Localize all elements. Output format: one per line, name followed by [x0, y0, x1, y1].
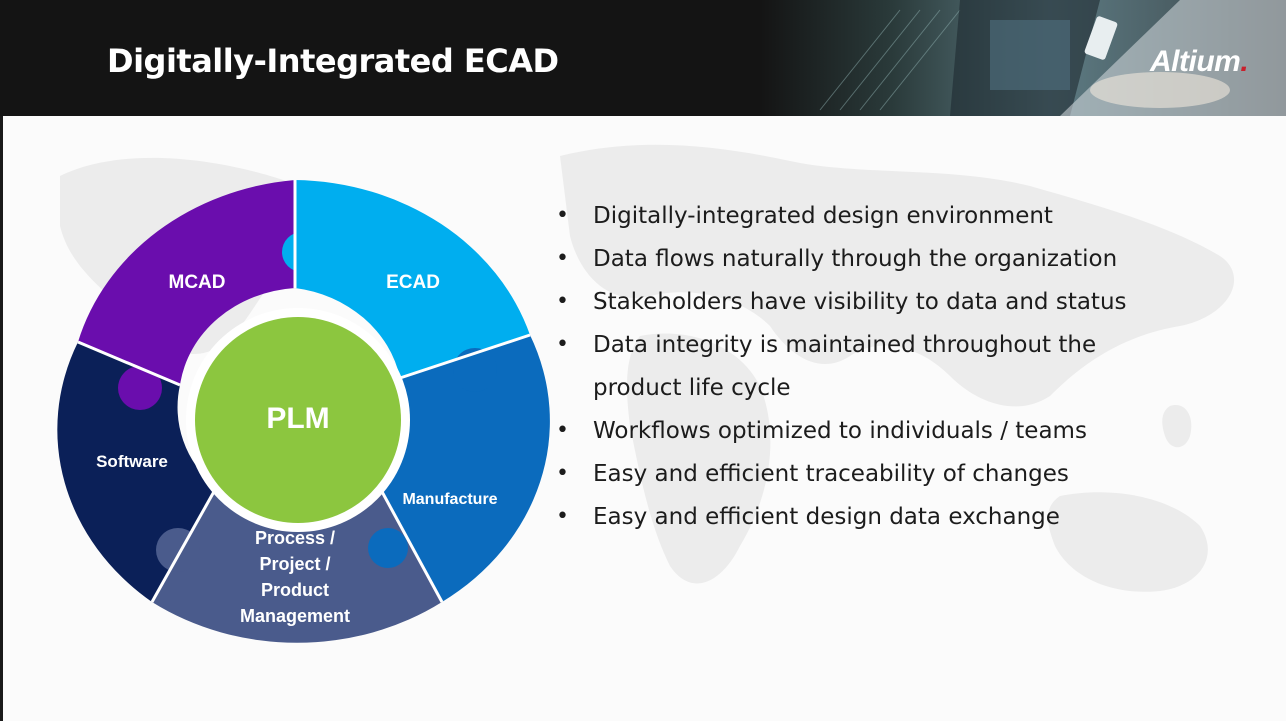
altium-logo: Altium.: [1150, 45, 1249, 79]
bullet-text: Digitally-integrated design environment: [593, 203, 1053, 229]
bullet-text: Data integrity is maintained throughout …: [593, 332, 1097, 358]
benefit-bullet-list: • Digitally-integrated design environment…: [555, 196, 1275, 537]
bullet-item: • Workflows optimized to individuals / te…: [555, 411, 1275, 451]
header-photo: [760, 0, 1286, 116]
puzzle-knob: [118, 366, 162, 410]
bullet-text: product life cycle: [593, 375, 791, 401]
logo-text: Altium: [1150, 45, 1241, 78]
segment-label-ecad: ECAD: [386, 272, 440, 293]
segment-manufacture: [380, 335, 550, 602]
bullet-glyph: •: [556, 332, 569, 357]
bullet-glyph: •: [556, 504, 569, 529]
bullet-item: • Data flows naturally through the organi…: [555, 239, 1275, 279]
left-rule: [0, 116, 3, 721]
plm-cycle-diagram: PLM MCAD ECAD Manufacture Software Proce…: [57, 180, 550, 643]
logo-dot: .: [1240, 45, 1249, 78]
segment-process-management: [152, 488, 442, 643]
page-title: Digitally-Integrated ECAD: [107, 42, 559, 80]
segment-ecad: [295, 180, 530, 378]
bullet-glyph: •: [556, 418, 569, 443]
bullet-glyph: •: [556, 203, 569, 228]
bullet-item: • Easy and efficient traceability of chan…: [555, 454, 1275, 494]
bullet-continuation: product life cycle: [555, 368, 1275, 408]
bullet-glyph: •: [556, 289, 569, 314]
segment-label-software: Software: [96, 452, 168, 471]
puzzle-knob: [282, 232, 322, 272]
plm-label: PLM: [266, 402, 329, 435]
bullet-glyph: •: [556, 246, 569, 271]
bullet-text: Data flows naturally through the organiz…: [593, 246, 1118, 272]
bullet-text: Workflows optimized to individuals / tea…: [593, 418, 1087, 444]
plm-center-fill: [195, 317, 401, 523]
segment-label-process-line2: Project /: [259, 554, 330, 574]
segment-mcad: [78, 180, 295, 385]
segment-label-process-line4: Management: [240, 606, 350, 626]
bullet-text: Stakeholders have visibility to data and…: [593, 289, 1127, 315]
bullet-text: Easy and efficient traceability of chang…: [593, 461, 1069, 487]
segment-label-process-line1: Process /: [255, 528, 335, 548]
bullet-item: • Data integrity is maintained throughout…: [555, 325, 1275, 365]
bullet-item: • Stakeholders have visibility to data an…: [555, 282, 1275, 322]
segment-label-manufacture: Manufacture: [402, 491, 497, 508]
segment-label-process-line3: Product: [261, 580, 329, 600]
bullet-item: • Digitally-integrated design environment: [555, 196, 1275, 236]
puzzle-knob: [156, 528, 200, 572]
bullet-item: • Easy and efficient design data exchange: [555, 497, 1275, 537]
header-bar: Digitally-Integrated ECAD Altium.: [0, 0, 1286, 116]
puzzle-knob: [453, 348, 497, 392]
bullet-glyph: •: [556, 461, 569, 486]
puzzle-knob: [368, 528, 408, 568]
bullet-text: Easy and efficient design data exchange: [593, 504, 1060, 530]
segment-label-mcad: MCAD: [169, 272, 226, 293]
